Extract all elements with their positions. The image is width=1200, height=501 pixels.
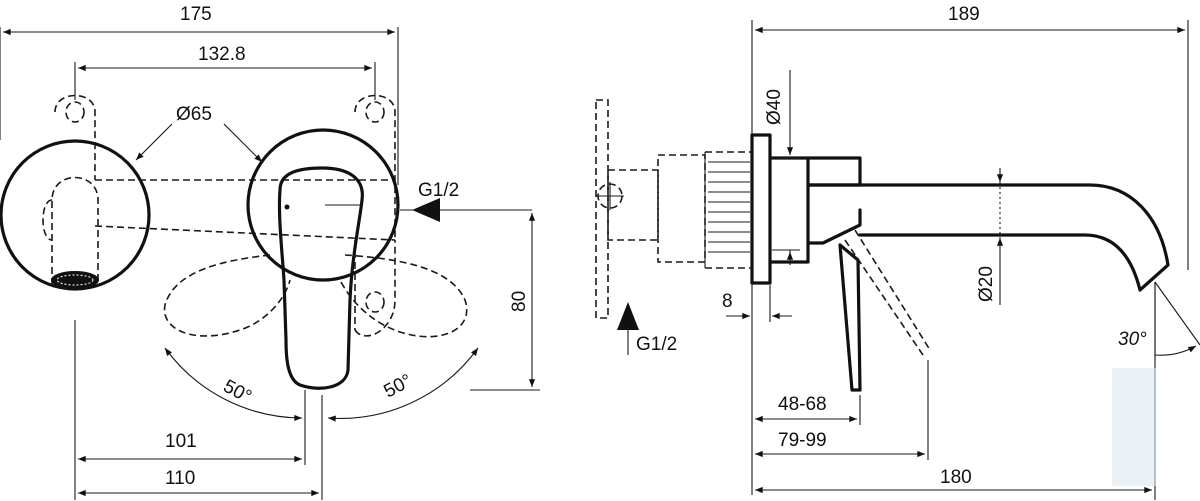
dim-label-132-8: 132.8 [198, 44, 246, 65]
side-lever [838, 243, 862, 392]
side-rosette [750, 133, 772, 285]
angle-label-right: 50° [380, 370, 415, 402]
lever-handle [277, 166, 364, 390]
dia40-label: Ø40 [764, 89, 785, 125]
side-view: 189 Ø40 Ø20 [722, 4, 1200, 500]
diameter-20: Ø20 [976, 168, 1004, 305]
front-view: 175 132.8 [0, 4, 540, 500]
angle-label-left: 50° [220, 376, 255, 408]
diameter-40: Ø40 [764, 70, 800, 265]
dia20-label: Ø20 [976, 266, 997, 302]
watermark [1112, 368, 1156, 486]
dim-label-101: 101 [165, 431, 197, 452]
concealed-body-view: G1/2 [595, 99, 753, 355]
inlet-arrow-body: G1/2 [617, 302, 677, 355]
dimension-8: 8 [722, 285, 792, 322]
angle-50-right: 50° [327, 347, 479, 422]
lever-alternate-positions [163, 254, 468, 338]
dim-label-80: 80 [509, 291, 530, 312]
angle-50-left: 50° [164, 347, 303, 422]
angle-30: 30° [1118, 281, 1200, 360]
angle-label-30: 30° [1118, 329, 1147, 350]
dia65-label: Ø65 [176, 104, 212, 125]
g12-label-body: G1/2 [636, 334, 677, 355]
dimension-80: 80 [470, 213, 540, 391]
mixer-rosette [246, 128, 400, 390]
side-spout [806, 183, 1170, 292]
dimension-175: 175 [0, 4, 399, 185]
aerator [51, 271, 99, 289]
dim-label-180: 180 [940, 467, 972, 488]
dim-label-48-68: 48-68 [778, 394, 827, 415]
dim-label-175: 175 [180, 4, 212, 25]
dimension-48-68: 48-68 [754, 394, 861, 425]
dimension-180: 180 [754, 282, 1156, 500]
dim-label-110: 110 [165, 468, 195, 489]
spout-rosette [0, 139, 151, 291]
dimension-79-99: 79-99 [754, 360, 929, 460]
dim-label-189: 189 [948, 4, 980, 25]
dimension-101: 101 [74, 320, 306, 500]
dimension-110: 110 [78, 395, 323, 500]
inlet-arrow-front: G1/2 [400, 180, 532, 222]
dim-label-8: 8 [722, 291, 733, 312]
dim-label-79-99: 79-99 [778, 430, 827, 451]
dimension-132-8: 132.8 [74, 44, 376, 100]
mounting-plate-outline [42, 94, 396, 337]
diameter-65-callout: Ø65 [135, 104, 263, 163]
g12-label-front: G1/2 [418, 180, 459, 201]
thread-section [704, 151, 753, 269]
